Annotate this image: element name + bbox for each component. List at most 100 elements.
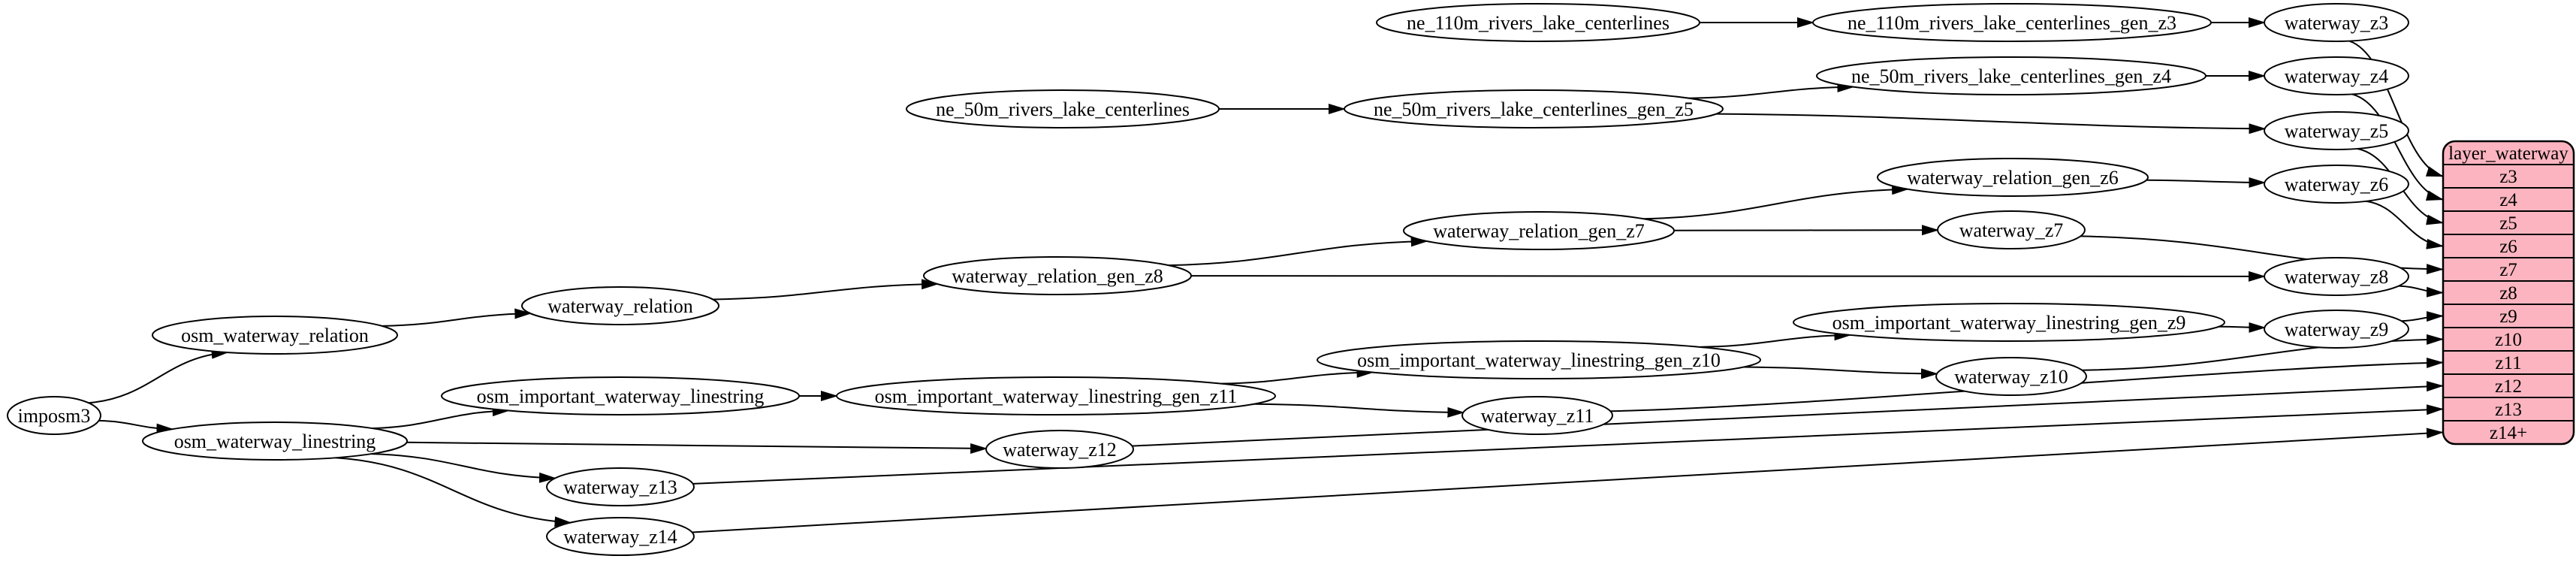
table-layer-waterway: layer_waterwayz3z4z5z6z7z8z9z10z11z12z13… (2442, 140, 2575, 446)
node-osm_waterway_relation-label: osm_waterway_relation (181, 325, 369, 346)
node-waterway_z8: waterway_z8 (2264, 257, 2409, 296)
table-row-z10: z10 (2495, 330, 2522, 350)
edge-waterway_relation_gen_z6-to-waterway_z6 (2146, 177, 2267, 188)
node-ne_110m_rivers_lake_centerlines_gen_z3-label: ne_110m_rivers_lake_centerlines_gen_z3 (1848, 12, 2176, 34)
node-osm_waterway_relation: osm_waterway_relation (152, 316, 398, 355)
node-waterway_z14-ellipse (546, 517, 695, 556)
table-row-z8: z8 (2499, 283, 2517, 304)
node-waterway_z5-label: waterway_z5 (2285, 120, 2389, 142)
node-waterway_z4-ellipse (2264, 56, 2409, 95)
edge-imposm3-to-osm_waterway_linestring (98, 419, 174, 434)
node-waterway_z7-ellipse (1937, 210, 2086, 249)
node-waterway_relation_gen_z7: waterway_relation_gen_z7 (1403, 211, 1675, 250)
node-ne_110m_rivers_lake_centerlines-label: ne_110m_rivers_lake_centerlines (1407, 12, 1670, 34)
edge-osm_important_waterway_linestring_gen_z10-to-waterway_z10 (1743, 366, 1938, 379)
node-waterway_relation_gen_z7-ellipse (1403, 211, 1675, 250)
edge-waterway_z10-to-layer_waterway-z10 (2082, 334, 2444, 371)
node-ne_50m_rivers_lake_centerlines_gen_z5-label: ne_50m_rivers_lake_centerlines_gen_z5 (1374, 98, 1694, 120)
edge-osm_important_waterway_linestring_gen_z10-to-osm_important_waterway_linestring_gen_z9 (1700, 330, 1852, 348)
node-waterway_z12-ellipse (985, 430, 1134, 469)
node-ne_50m_rivers_lake_centerlines-label: ne_50m_rivers_lake_centerlines (936, 98, 1190, 120)
edge-imposm3-to-osm_waterway_relation (88, 348, 229, 404)
edge-waterway_z13-to-layer_waterway-z13 (692, 404, 2444, 485)
node-waterway_z6-ellipse (2264, 165, 2409, 204)
table-row-z6: z6 (2499, 237, 2517, 257)
node-ne_50m_rivers_lake_centerlines_gen_z4-ellipse (1816, 56, 2206, 95)
edge-osm_waterway_relation-to-waterway_relation (382, 308, 532, 327)
node-waterway_z3-label: waterway_z3 (2285, 12, 2389, 34)
edge-osm_waterway_linestring-to-waterway_z12 (406, 441, 988, 454)
node-osm_important_waterway_linestring-ellipse (441, 376, 800, 415)
node-waterway_z7: waterway_z7 (1937, 210, 2086, 249)
edge-ne_50m_rivers_lake_centerlines_gen_z5-to-waterway_z5 (1716, 113, 2267, 134)
table-row-z9: z9 (2499, 307, 2517, 327)
node-waterway_z8-label: waterway_z8 (2285, 266, 2389, 288)
node-ne_110m_rivers_lake_centerlines_gen_z3: ne_110m_rivers_lake_centerlines_gen_z3 (1812, 3, 2212, 42)
node-ne_50m_rivers_lake_centerlines_gen_z5-ellipse (1344, 89, 1724, 128)
node-waterway_z5: waterway_z5 (2264, 111, 2409, 150)
edge-waterway_z8-to-layer_waterway-z8 (2398, 285, 2444, 298)
edge-waterway_relation-to-waterway_relation_gen_z8 (713, 279, 940, 301)
node-waterway_z4-label: waterway_z4 (2285, 65, 2389, 87)
node-waterway_relation_gen_z8-label: waterway_relation_gen_z8 (952, 265, 1163, 287)
node-waterway_z3: waterway_z3 (2264, 3, 2409, 42)
edge-waterway_z14-to-layer_waterway-z14plus (692, 428, 2444, 533)
node-ne_110m_rivers_lake_centerlines_gen_z3-ellipse (1812, 3, 2212, 42)
node-osm_important_waterway_linestring_gen_z11-label: osm_important_waterway_linestring_gen_z1… (875, 385, 1238, 407)
node-osm_important_waterway_linestring: osm_important_waterway_linestring (441, 376, 800, 415)
node-ne_110m_rivers_lake_centerlines-ellipse (1376, 3, 1700, 42)
edge-waterway_z9-to-layer_waterway-z9 (2401, 311, 2444, 322)
node-waterway_z13-ellipse (546, 467, 695, 506)
node-waterway_z10-label: waterway_z10 (1954, 366, 2068, 388)
node-waterway_z9-label: waterway_z9 (2285, 319, 2389, 340)
node-waterway_relation: waterway_relation (521, 286, 719, 325)
node-osm_important_waterway_linestring_gen_z9-ellipse (1793, 303, 2225, 342)
node-waterway_relation-label: waterway_relation (547, 295, 692, 317)
edge-osm_important_waterway_linestring_gen_z9-to-waterway_z9 (2219, 322, 2267, 333)
node-ne_50m_rivers_lake_centerlines_gen_z4: ne_50m_rivers_lake_centerlines_gen_z4 (1816, 56, 2206, 95)
node-waterway_z10: waterway_z10 (1935, 357, 2087, 396)
edges-layer (88, 17, 2444, 533)
node-osm_important_waterway_linestring_gen_z10-ellipse (1317, 340, 1761, 379)
table-row-z11: z11 (2495, 353, 2521, 373)
table-row-z7: z7 (2499, 260, 2517, 280)
edge-osm_waterway_linestring-to-waterway_z14 (335, 457, 572, 527)
node-osm_important_waterway_linestring-label: osm_important_waterway_linestring (477, 385, 765, 407)
edge-osm_important_waterway_linestring_gen_z11-to-osm_important_waterway_linestring_gen_z10 (1221, 367, 1374, 385)
node-waterway_z4: waterway_z4 (2264, 56, 2409, 95)
edge-osm_waterway_linestring-to-osm_important_waterway_linestring (372, 406, 510, 430)
node-imposm3-label: imposm3 (18, 405, 91, 427)
node-waterway_z7-label: waterway_z7 (1959, 219, 2064, 241)
edge-osm_important_waterway_linestring_gen_z11-to-waterway_z11 (1253, 403, 1465, 418)
table-header-layer-waterway: layer_waterway (2448, 144, 2568, 164)
table-row-z3: z3 (2499, 167, 2517, 187)
edge-waterway_relation_gen_z7-to-waterway_relation_gen_z6 (1643, 184, 1910, 220)
node-osm_important_waterway_linestring_gen_z10-label: osm_important_waterway_linestring_gen_z1… (1357, 349, 1721, 371)
node-waterway_z13: waterway_z13 (546, 467, 695, 506)
edge-osm_waterway_linestring-to-waterway_z13 (371, 453, 557, 483)
node-imposm3: imposm3 (7, 396, 101, 435)
node-waterway_z11: waterway_z11 (1461, 396, 1613, 435)
edge-waterway_z4-to-layer_waterway-z4 (2351, 93, 2444, 201)
node-waterway_z11-label: waterway_z11 (1481, 405, 1594, 427)
node-osm_important_waterway_linestring_gen_z11-ellipse (836, 376, 1276, 415)
node-waterway_z9-ellipse (2264, 310, 2409, 349)
node-waterway_z6-label: waterway_z6 (2285, 174, 2389, 195)
node-ne_110m_rivers_lake_centerlines: ne_110m_rivers_lake_centerlines (1376, 3, 1700, 42)
node-waterway_z5-ellipse (2264, 111, 2409, 150)
node-waterway_z6: waterway_z6 (2264, 165, 2409, 204)
node-osm_waterway_linestring-ellipse (142, 421, 408, 461)
node-osm_waterway_linestring-label: osm_waterway_linestring (174, 431, 376, 452)
node-osm_waterway_relation-ellipse (152, 316, 398, 355)
node-waterway_relation_gen_z8-ellipse (923, 256, 1192, 295)
table-row-z13: z13 (2495, 400, 2522, 420)
node-waterway_z3-ellipse (2264, 3, 2409, 42)
node-waterway_z8-ellipse (2264, 257, 2409, 296)
node-waterway_z9: waterway_z9 (2264, 310, 2409, 349)
node-waterway_relation_gen_z7-label: waterway_relation_gen_z7 (1433, 220, 1645, 242)
node-waterway_z12-label: waterway_z12 (1003, 439, 1117, 461)
node-ne_50m_rivers_lake_centerlines: ne_50m_rivers_lake_centerlines (906, 89, 1220, 128)
table-row-z14plus: z14+ (2490, 423, 2527, 443)
